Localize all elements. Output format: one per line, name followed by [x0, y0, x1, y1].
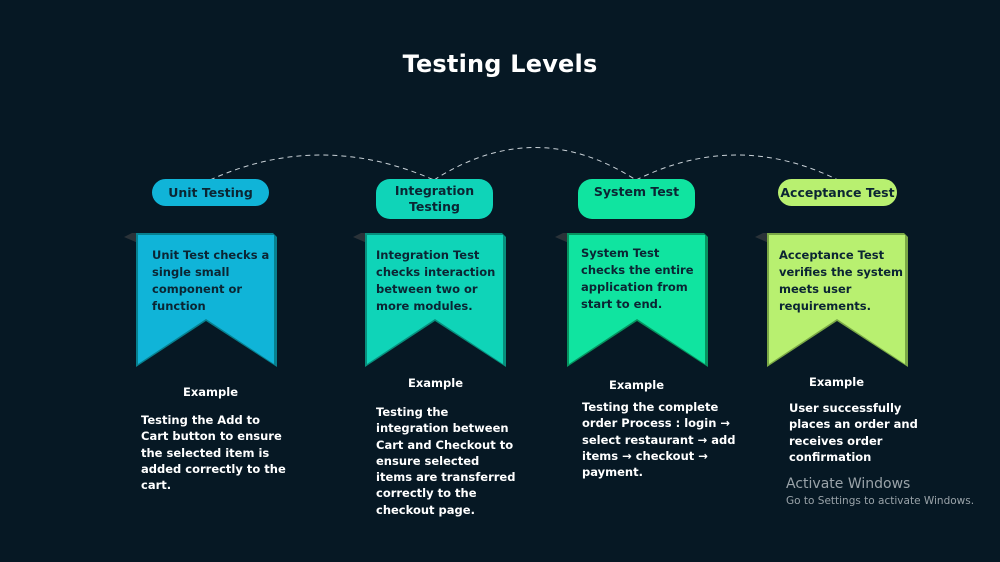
- acceptance-test-pill: Acceptance Test: [778, 179, 897, 206]
- acceptance-test-example-text: User successfully places an order and re…: [789, 401, 918, 464]
- acceptance-test-label: Acceptance Test: [780, 184, 895, 200]
- integration-testing-label: Integration Testing: [394, 183, 475, 214]
- system-test-ribbon: System Test checks the entire applicatio…: [555, 231, 708, 368]
- integration-testing-ribbon: Integration Test checks interaction betw…: [353, 231, 506, 368]
- activate-windows-title: Activate Windows: [786, 476, 911, 492]
- connector-arc-2: [433, 147, 637, 181]
- connector-arc-1: [209, 154, 435, 181]
- unit-testing-pill: Unit Testing: [152, 179, 269, 206]
- system-test-example-heading: Example: [609, 378, 664, 392]
- system-test-example-text: Testing the complete order Process : log…: [582, 400, 736, 480]
- activate-windows-subtitle: Go to Settings to activate Windows.: [786, 495, 975, 507]
- unit-testing-example-text: Testing the Add to Cart button to ensure…: [141, 413, 286, 493]
- integration-testing-example-heading: Example: [408, 376, 463, 390]
- system-test-pill: System Test: [578, 179, 695, 219]
- acceptance-test-ribbon: Acceptance Test verifies the system meet…: [755, 231, 908, 368]
- connector-arc-3: [635, 154, 839, 181]
- system-test-description: System Test checks the entire applicatio…: [581, 246, 694, 311]
- integration-testing-example-text: Testing the integration between Cart and…: [376, 405, 516, 517]
- unit-testing-label: Unit Testing: [168, 184, 253, 200]
- acceptance-test-description: Acceptance Test verifies the system meet…: [779, 248, 904, 313]
- integration-testing-description: Integration Test checks interaction betw…: [376, 248, 496, 313]
- unit-testing-example-heading: Example: [183, 385, 238, 399]
- acceptance-test-example-heading: Example: [809, 375, 864, 389]
- unit-testing-description: Unit Test checks a single small componen…: [152, 248, 270, 313]
- system-test-label: System Test: [593, 184, 680, 199]
- page-title: Testing Levels: [402, 50, 598, 78]
- integration-testing-pill: Integration Testing: [376, 179, 493, 219]
- unit-testing-ribbon: Unit Test checks a single small componen…: [124, 231, 277, 368]
